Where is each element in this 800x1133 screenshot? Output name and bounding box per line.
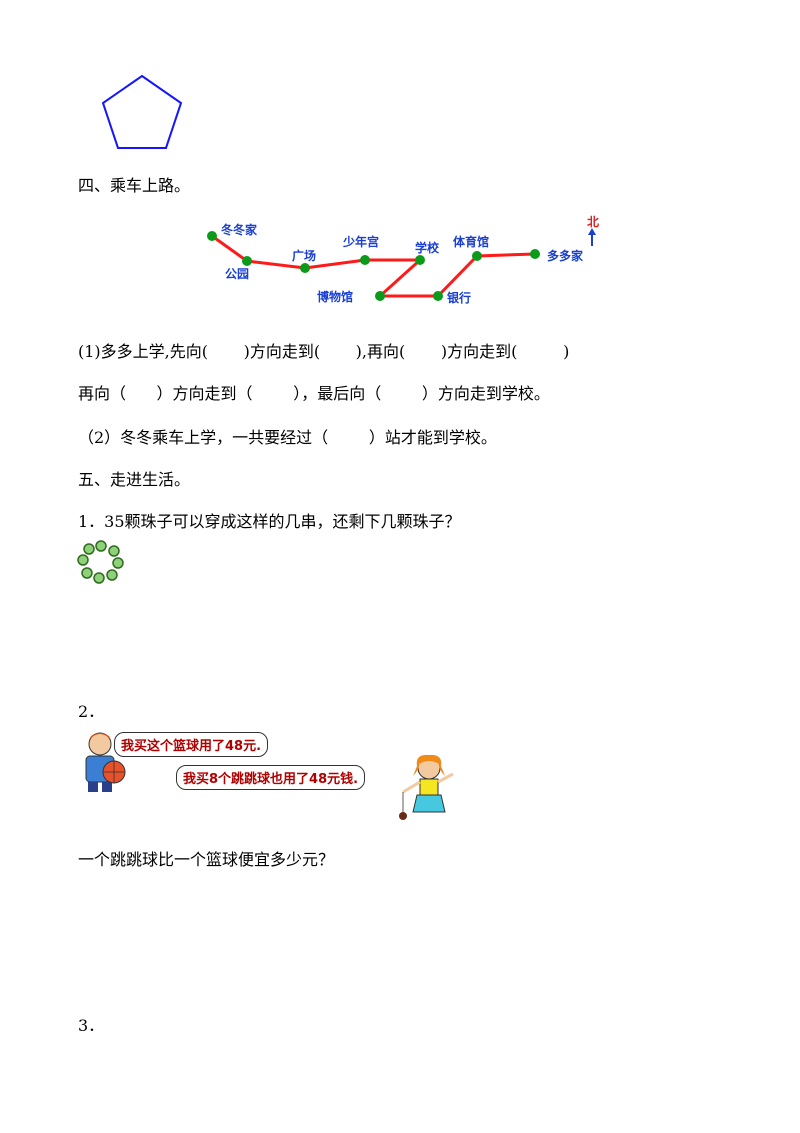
station-dot: [207, 231, 217, 241]
station-dot: [360, 255, 370, 265]
north-label: 北: [587, 214, 599, 229]
station-dot: [242, 256, 252, 266]
station-label-park: 公园: [225, 267, 249, 281]
station-label-museum: 博物馆: [317, 289, 353, 304]
section-5-heading: 五、走进生活。: [78, 470, 191, 489]
problem-2-question: 一个跳跳球比一个篮球便宜多少元？: [78, 850, 335, 869]
section-4-heading: 四、乘车上路。: [78, 176, 191, 195]
station-dot: [415, 255, 425, 265]
station-label-youth-palace: 少年宫: [342, 234, 379, 249]
station-dot: [472, 251, 482, 261]
girl-yoyo-image: [399, 754, 454, 820]
girl-speech-bubble: 我买8个跳跳球也用了48元钱.: [176, 765, 366, 790]
bead-ring-icon: [77, 540, 124, 584]
station-dot: [300, 263, 310, 273]
station-label-school: 学校: [415, 240, 440, 255]
pentagon-figure: [101, 74, 183, 149]
problem-3-number: 3．: [78, 1016, 105, 1035]
station-dots: [207, 231, 540, 301]
station-label-duoduo-home: 多多家: [547, 248, 584, 263]
route-map: 冬冬家 公园 广场 少年宫 学校 体育馆 多多家 博物馆 银行 北: [207, 214, 599, 305]
q1-line-1: (1)多多上学,先向( )方向走到( ),再向( )方向走到( ): [78, 342, 570, 361]
station-label-gym: 体育馆: [453, 234, 489, 249]
q1-line-2: 再向（ ）方向走到（ ），最后向（ ）方向走到学校。: [78, 384, 550, 403]
problem-2-number: 2．: [78, 702, 105, 721]
station-label-square: 广场: [292, 248, 316, 263]
boy-basketball-image: [85, 732, 126, 792]
station-label-bank: 银行: [447, 290, 471, 305]
station-label-dongdong-home: 冬冬家: [221, 222, 258, 237]
station-dot: [375, 291, 385, 301]
q2-text: （2）冬冬乘车上学，一共要经过（ ）站才能到学校。: [78, 428, 497, 447]
problem-1-text: 1．35颗珠子可以穿成这样的几串，还剩下几颗珠子？: [78, 512, 461, 531]
station-dot: [433, 291, 443, 301]
boy-speech-bubble: 我买这个篮球用了48元.: [114, 732, 269, 757]
north-arrowhead-icon: [588, 228, 596, 235]
station-dot: [530, 249, 540, 259]
